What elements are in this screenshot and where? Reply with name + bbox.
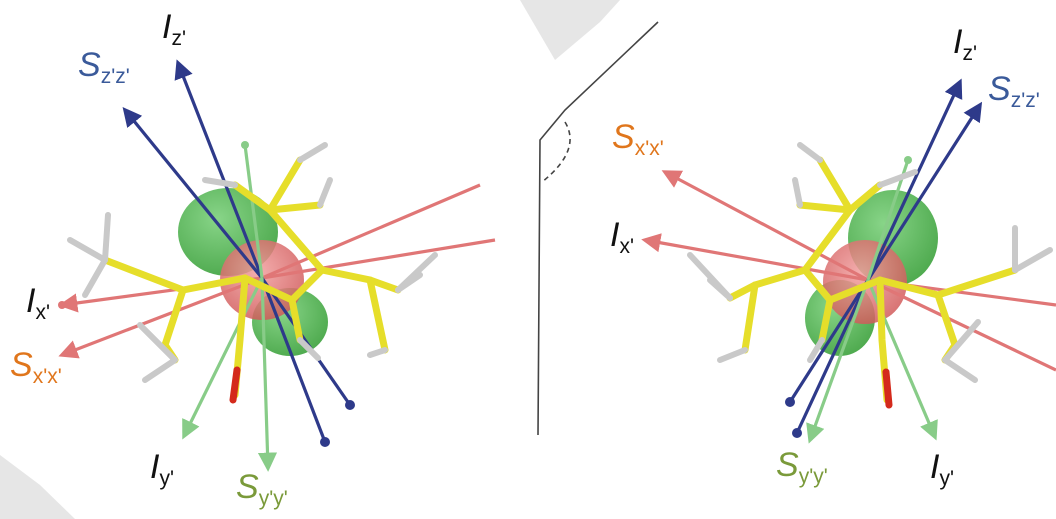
right-label-ix: Ix'	[610, 216, 634, 258]
right-bonds	[726, 156, 1019, 404]
left-bonds	[101, 156, 402, 399]
right-label-iy: Iy'	[930, 448, 954, 490]
right-axis-syy	[806, 279, 870, 444]
watermark-chevron-top	[520, 0, 620, 60]
left-axis-iz-neg	[260, 277, 327, 443]
left-axis-szz	[122, 107, 264, 280]
left-axis-syy-neg	[243, 144, 264, 279]
right-oxygen	[882, 368, 893, 409]
watermark-chevron-left	[0, 455, 75, 519]
left-label-iz: Iz'	[162, 8, 186, 50]
right-axis-iz-neg	[788, 279, 870, 403]
right-axis-ix-pos	[867, 278, 1056, 372]
left-axis-iy	[182, 277, 264, 440]
left-molecule	[58, 59, 496, 472]
right-axis-szz	[866, 101, 983, 281]
left-hydrogens	[67, 142, 438, 383]
mirror-plane	[537, 21, 659, 436]
left-oxygen	[229, 366, 241, 404]
left-axis-syy	[257, 277, 278, 472]
left-axis-ix-pos2	[261, 238, 496, 280]
right-axis-sxx	[661, 170, 869, 282]
left-label-sxx: Sx'x'	[10, 346, 62, 388]
right-hydrogens	[687, 142, 1053, 383]
left-label-syy: Sy'y'	[236, 468, 288, 510]
left-label-szz: Sz'z'	[78, 46, 130, 88]
right-axis-szz-neg	[795, 279, 870, 434]
right-molecule	[641, 78, 1056, 444]
left-label-iy: Iy'	[150, 448, 174, 490]
right-label-szz: Sz'z'	[988, 70, 1040, 112]
left-axis-sxx	[58, 276, 263, 359]
left-axis-iz	[174, 59, 264, 279]
left-axis-szz-neg	[260, 277, 352, 406]
left-axis-ix-pos	[261, 183, 481, 280]
right-axis-iz	[866, 78, 963, 281]
left-label-ix: Ix'	[26, 282, 50, 324]
right-label-sxx: Sx'x'	[612, 118, 664, 160]
right-axis-ix	[641, 233, 869, 282]
left-axes	[58, 59, 496, 472]
right-label-syy: Sy'y'	[776, 446, 828, 488]
right-label-iz: Iz'	[953, 23, 977, 65]
